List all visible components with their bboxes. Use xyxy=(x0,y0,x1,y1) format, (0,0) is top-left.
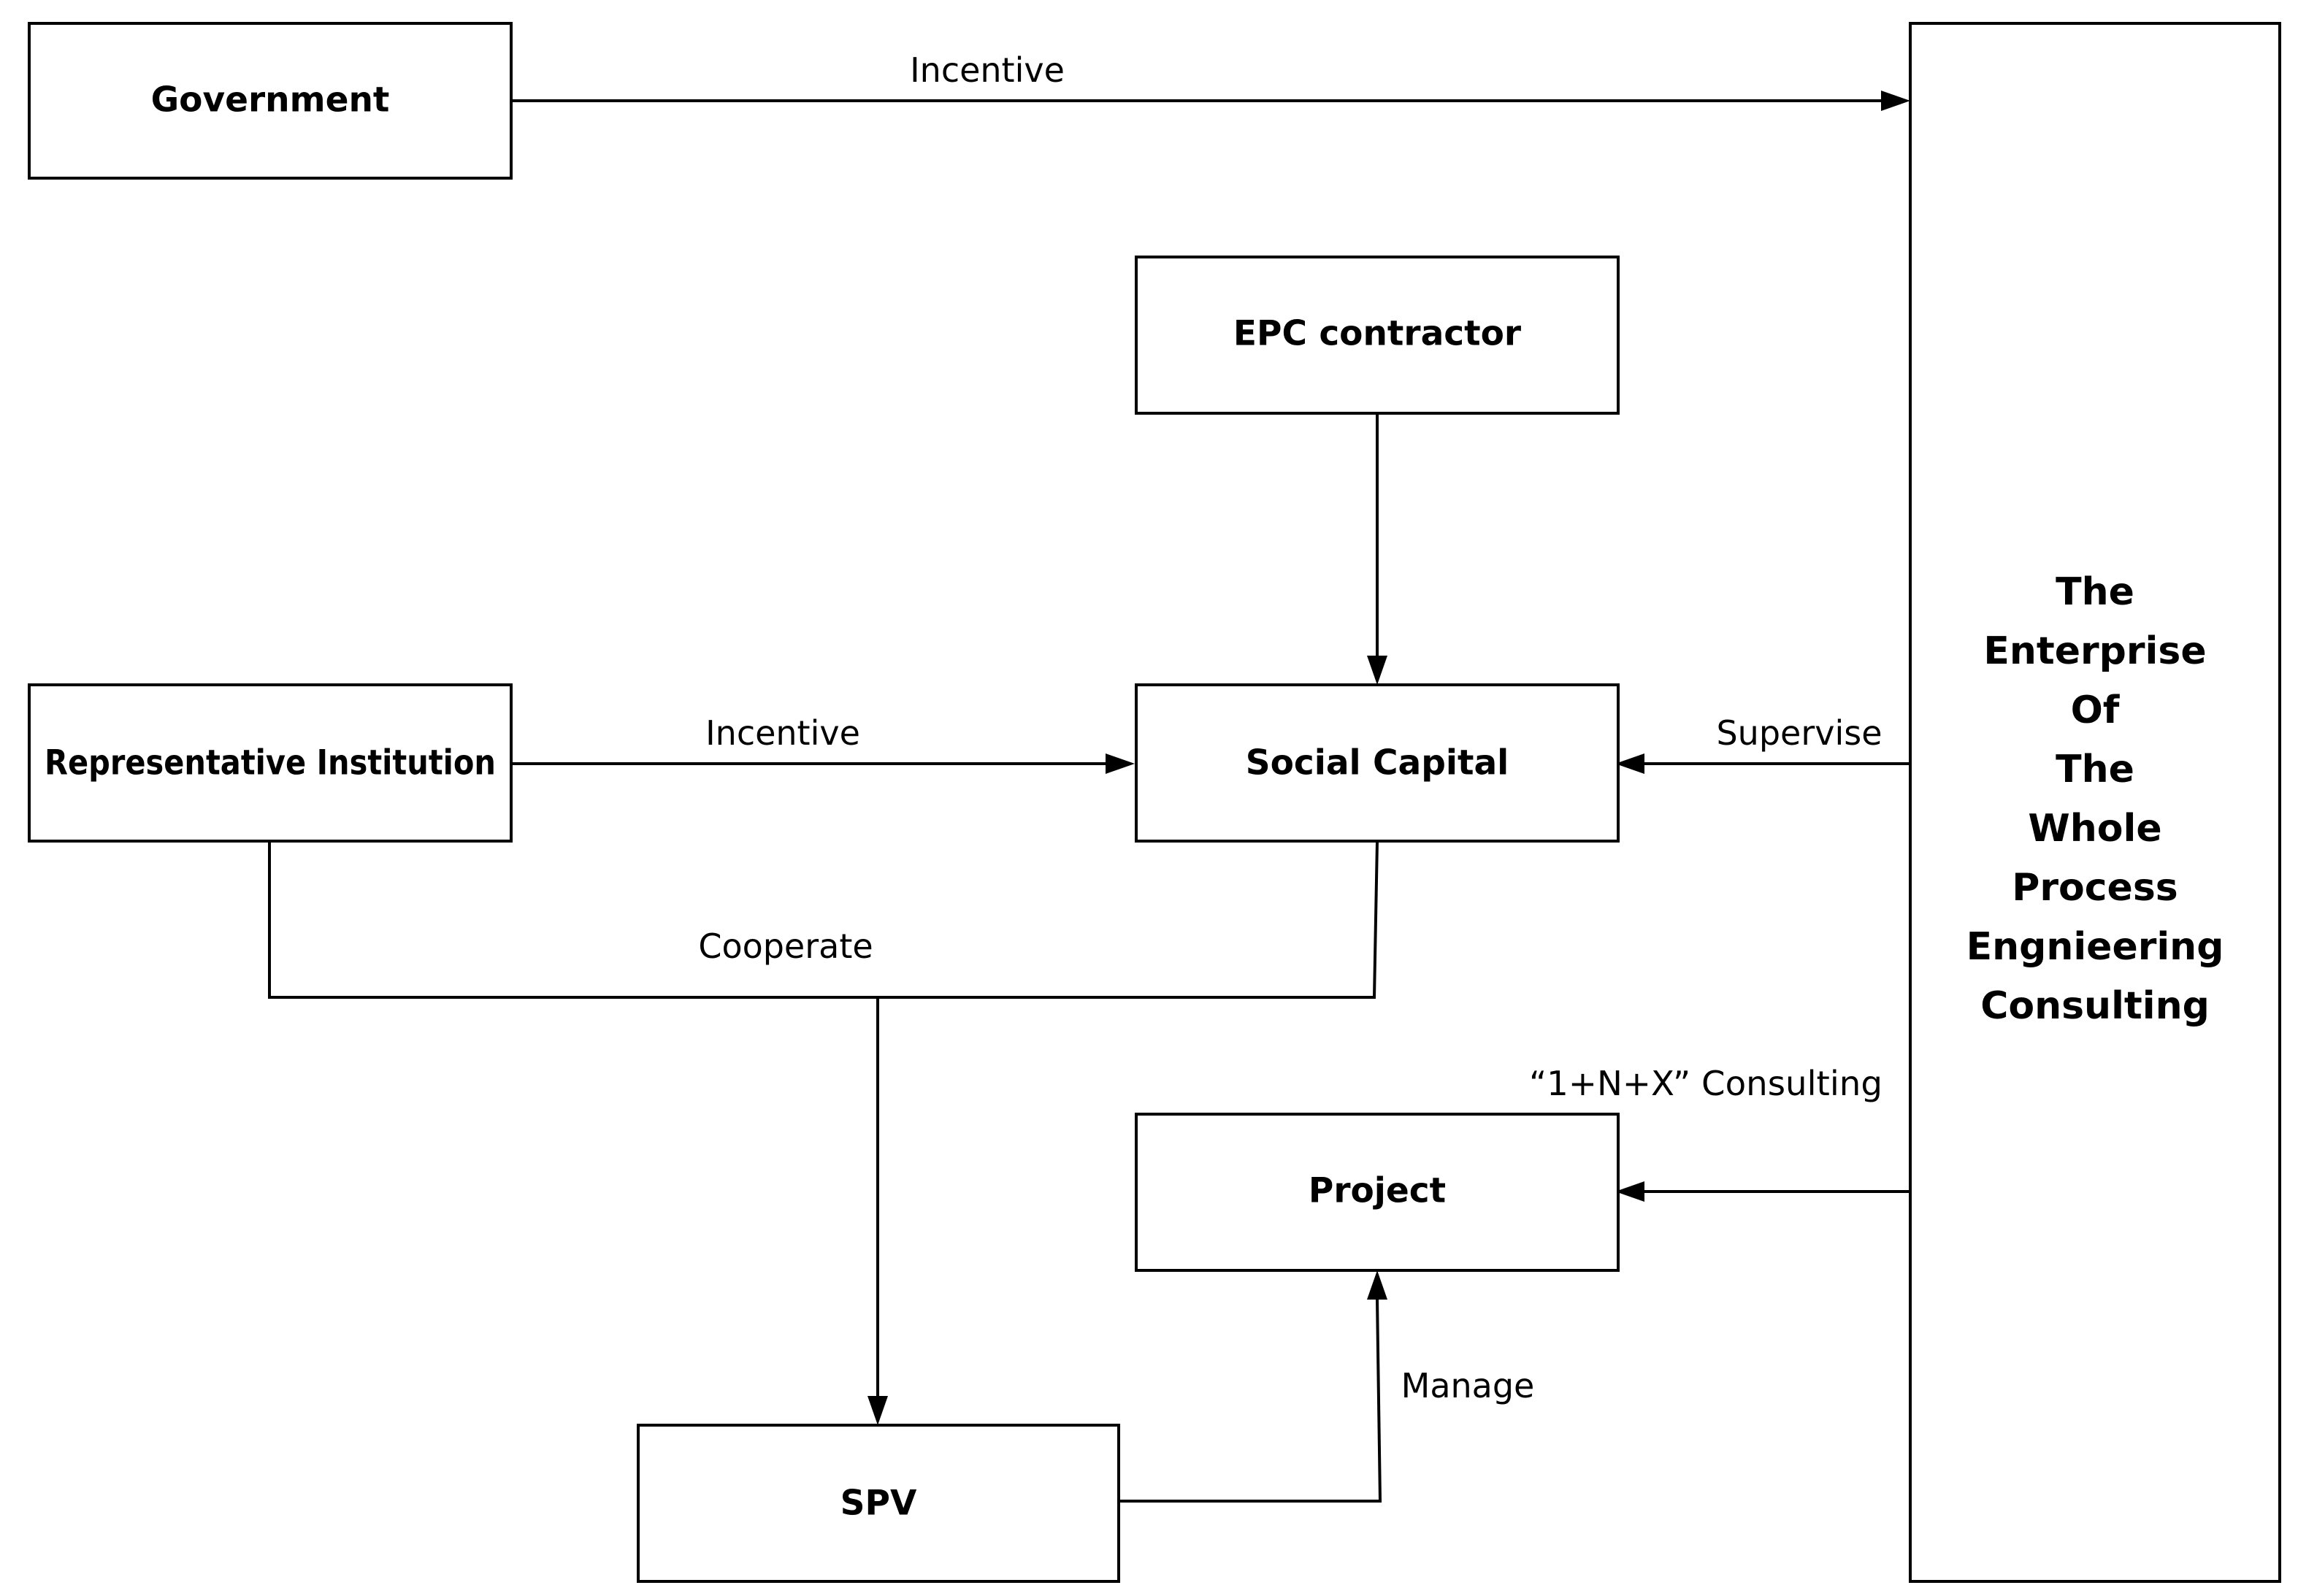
node-epc-contractor: EPC contractor xyxy=(1135,256,1620,415)
enterprise-label-line-8: Consulting xyxy=(1980,984,2210,1028)
node-representative-institution: Representative Institution xyxy=(28,683,513,843)
arrowhead-enterprise-social-capital xyxy=(1615,753,1644,774)
project-label: Project xyxy=(1309,1171,1446,1211)
arrowhead-representative-social-capital xyxy=(1106,753,1135,774)
edge-label-cooperate: Cooperate xyxy=(698,926,873,966)
social-capital-label: Social Capital xyxy=(1246,743,1509,783)
government-label: Government xyxy=(151,80,390,120)
arrowhead-cooperate-spv xyxy=(868,1396,888,1425)
edge-label-government-incentive: Incentive xyxy=(910,50,1065,90)
enterprise-label-line-5: Whole xyxy=(2028,807,2161,851)
representative-institution-label: Representative Institution xyxy=(45,743,496,783)
edge-label-representative-incentive: Incentive xyxy=(705,713,860,753)
arrowhead-spv-project xyxy=(1367,1270,1387,1300)
enterprise-label-line-7: Engnieering xyxy=(1966,925,2224,969)
connector-spv-project xyxy=(1119,1299,1382,1503)
arrowhead-epc-social-capital xyxy=(1367,656,1387,685)
spv-label: SPV xyxy=(840,1484,917,1524)
node-spv: SPV xyxy=(637,1424,1120,1583)
enterprise-label-line-1: The xyxy=(2056,570,2134,614)
arrowhead-enterprise-project xyxy=(1615,1181,1644,1202)
edge-label-supervise: Supervise xyxy=(1716,713,1882,753)
arrowhead-government-enterprise xyxy=(1881,91,1910,111)
enterprise-label-line-3: Of xyxy=(2071,688,2121,732)
node-project: Project xyxy=(1135,1113,1620,1272)
node-social-capital: Social Capital xyxy=(1135,683,1620,843)
connector-cooperate-bracket xyxy=(268,840,1379,999)
enterprise-label-line-4: The xyxy=(2056,748,2134,791)
edge-label-consulting: “1+N+X” Consulting xyxy=(1529,1064,1883,1103)
node-enterprise: The Enterprise Of The Whole Process Engn… xyxy=(1909,22,2281,1583)
edge-label-manage: Manage xyxy=(1401,1366,1535,1405)
epc-contractor-label: EPC contractor xyxy=(1233,314,1522,354)
node-government: Government xyxy=(28,22,513,180)
enterprise-label-line-6: Process xyxy=(2012,866,2178,910)
enterprise-label-line-2: Enterprise xyxy=(1983,629,2206,673)
